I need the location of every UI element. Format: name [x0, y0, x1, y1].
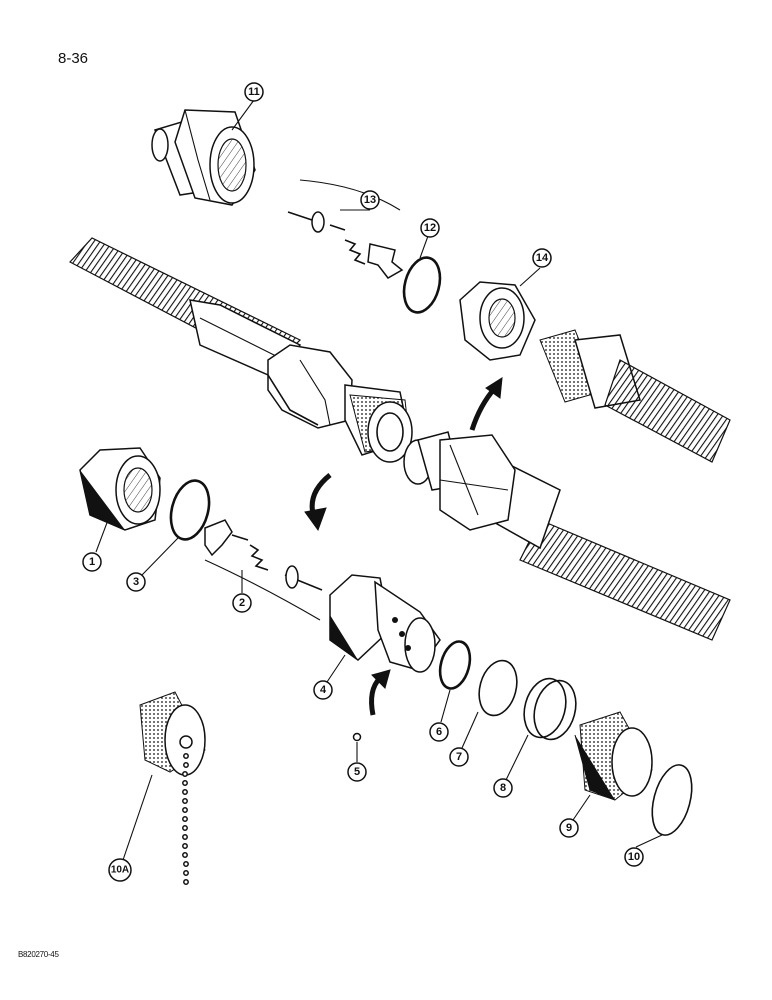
svg-text:4: 4 [320, 684, 327, 696]
svg-text:14: 14 [536, 252, 549, 264]
part-3-o-ring [169, 479, 211, 541]
part-9-sleeve [574, 711, 653, 801]
leader-lines [95, 99, 663, 861]
callout-7: 7 [449, 747, 469, 767]
callout-4: 4 [313, 680, 333, 700]
assembly-arrows [304, 377, 503, 716]
callout-11: 11 [244, 82, 264, 102]
part-7-backup-ring [478, 659, 518, 717]
svg-text:10A: 10A [111, 865, 129, 876]
svg-text:9: 9 [566, 822, 572, 834]
callout-3: 3 [126, 572, 146, 592]
lower-hose [489, 458, 731, 641]
right-hose-nipple [539, 329, 731, 463]
male-coupler-plug [403, 431, 516, 531]
upper-hose [69, 237, 302, 379]
callout-1: 1 [82, 552, 102, 572]
callout-13: 13 [360, 190, 380, 210]
callout-14: 14 [532, 248, 552, 268]
part-2-valve-assembly [204, 519, 323, 621]
svg-text:11: 11 [248, 86, 260, 98]
callout-6: 6 [429, 722, 449, 742]
callout-10a: 10A [108, 858, 132, 882]
part-10a-dust-cap [139, 691, 206, 885]
part-13-valve-assembly [287, 179, 404, 279]
svg-text:8: 8 [500, 782, 506, 794]
part-8-spring [523, 677, 577, 741]
callout-9: 9 [559, 818, 579, 838]
dust-cap-chain [182, 753, 189, 885]
part-6-o-ring [438, 640, 472, 690]
svg-text:5: 5 [354, 766, 360, 778]
svg-text:1: 1 [89, 556, 95, 568]
svg-text:13: 13 [364, 194, 376, 206]
page-number: 8-36 [58, 50, 89, 67]
part-10-retaining-ring [651, 764, 693, 836]
figure-code: B820270-45 [18, 950, 59, 959]
svg-text:2: 2 [239, 597, 245, 609]
svg-text:7: 7 [456, 751, 462, 763]
callout-5: 5 [347, 762, 367, 782]
part-5-ball [352, 732, 362, 742]
part-11-adapter [151, 109, 256, 206]
callout-2: 2 [232, 593, 252, 613]
svg-text:6: 6 [436, 726, 442, 738]
part-4-coupler-body [329, 574, 441, 673]
callout-10: 10 [624, 847, 644, 867]
part-14-nut [459, 281, 536, 361]
part-1-fitting [79, 447, 161, 531]
callout-8: 8 [493, 778, 513, 798]
svg-text:10: 10 [628, 851, 640, 863]
female-coupler-body [267, 344, 413, 463]
svg-text:12: 12 [424, 222, 436, 234]
arrow-up-to-part-14 [469, 386, 497, 431]
svg-text:3: 3 [133, 576, 139, 588]
part-12-o-ring [402, 256, 442, 314]
callout-12: 12 [420, 218, 440, 238]
arrow-up-to-part-5 [369, 676, 382, 716]
